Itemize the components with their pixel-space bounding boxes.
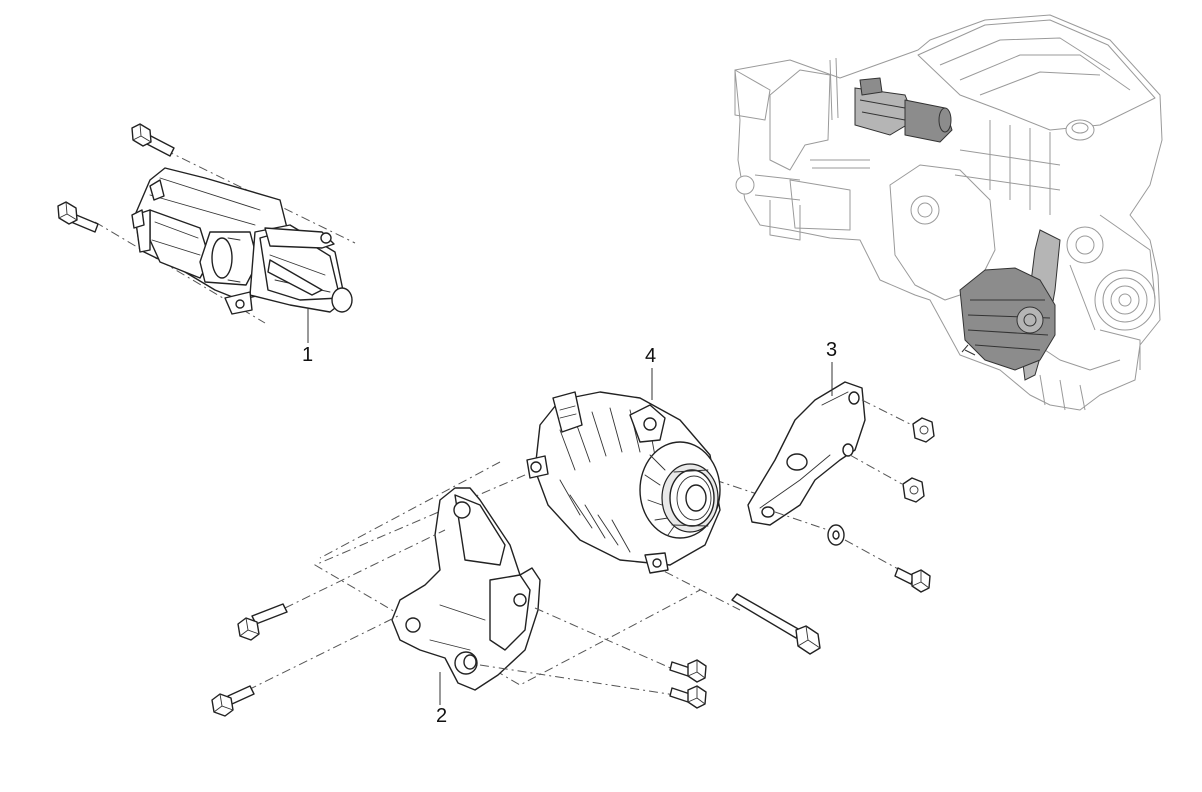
- callout-starter-motor: 1: [302, 344, 313, 366]
- engine-overview-illustration: [734, 14, 1163, 411]
- callout-alternator-lower-bracket: 2: [436, 705, 447, 727]
- engine-starter-highlight: [854, 77, 953, 143]
- alternator: [313, 368, 761, 686]
- starter-motor: [57, 123, 356, 343]
- starter-bolt-upper: [131, 123, 175, 157]
- engine-alternator-highlight: [959, 229, 1061, 381]
- lower-bracket-bolt-upper-left: [237, 529, 446, 641]
- upper-bracket-nut-lower: [849, 454, 925, 503]
- upper-bracket-washer: [774, 511, 845, 546]
- upper-bracket-nut-upper: [861, 399, 935, 443]
- alternator-long-bolt: [731, 593, 821, 655]
- lower-bracket-bolt-right-upper: [534, 607, 707, 683]
- lower-bracket-bolt-right-lower: [479, 664, 707, 709]
- alternator-lower-bracket: [391, 487, 541, 705]
- callout-alternator: 4: [645, 345, 656, 367]
- starter-bolt-lower: [57, 201, 99, 233]
- lower-bracket-bolt-lower-left: [211, 614, 401, 717]
- upper-bracket-bolt: [844, 539, 931, 593]
- callout-alternator-upper-bracket: 3: [826, 339, 837, 361]
- alternator-upper-bracket: [747, 362, 866, 526]
